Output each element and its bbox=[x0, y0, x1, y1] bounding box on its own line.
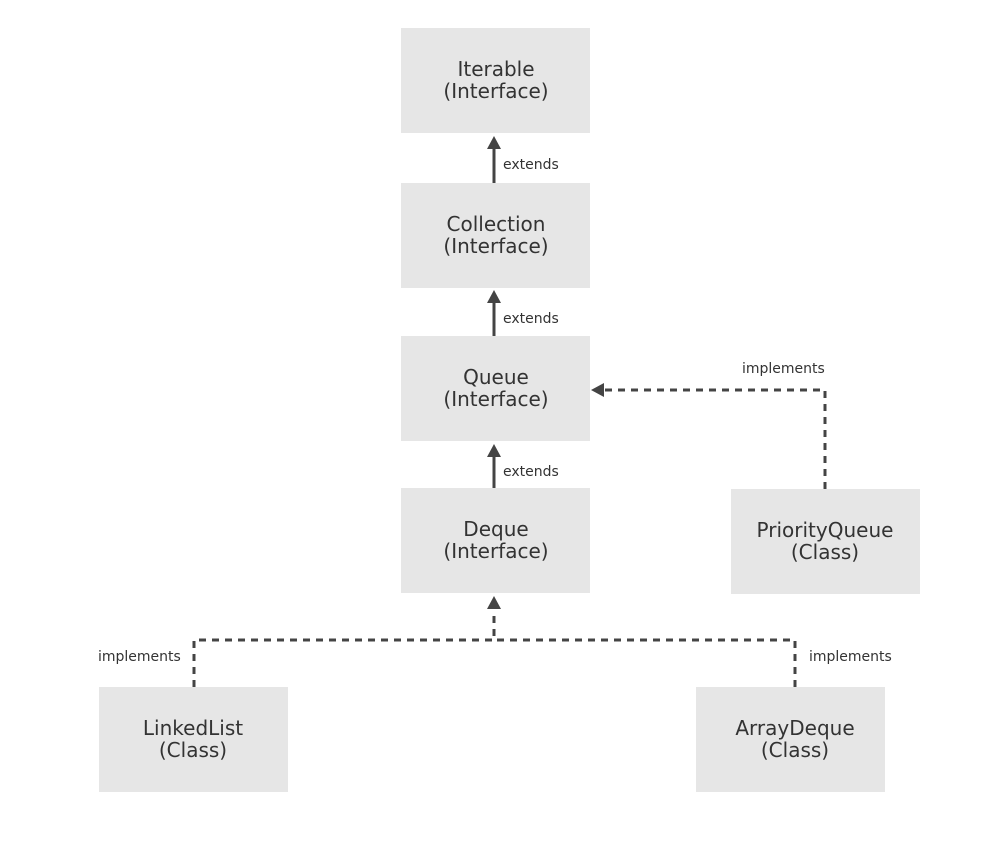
node-priorityqueue-kind: (Class) bbox=[791, 540, 859, 564]
node-linkedlist-kind: (Class) bbox=[159, 738, 227, 762]
edge-label: implements bbox=[809, 649, 892, 665]
arrowhead-icon bbox=[487, 444, 501, 457]
arrowhead-icon bbox=[487, 290, 501, 303]
node-queue-box bbox=[401, 336, 590, 441]
node-iterable-box bbox=[401, 28, 590, 133]
node-queue: Queue (Interface) bbox=[401, 336, 590, 441]
node-arraydeque-kind: (Class) bbox=[761, 738, 829, 762]
edge-line bbox=[603, 388, 827, 489]
arrowhead-icon bbox=[487, 136, 501, 149]
node-priorityqueue-box bbox=[731, 489, 920, 594]
edge-label: extends bbox=[503, 157, 559, 173]
edge-linkedlist-implements-deque: implements bbox=[98, 596, 501, 687]
node-linkedlist: LinkedList (Class) bbox=[99, 687, 288, 792]
node-collection-name: Collection bbox=[447, 212, 546, 236]
node-arraydeque-name: ArrayDeque bbox=[735, 716, 854, 740]
edge-line bbox=[192, 612, 496, 687]
node-collection-box bbox=[401, 183, 590, 288]
edge-collection-extends-iterable: extends bbox=[487, 136, 559, 183]
edge-deque-extends-queue: extends bbox=[487, 444, 559, 488]
node-collection: Collection (Interface) bbox=[401, 183, 590, 288]
edge-arraydeque-implements-deque: implements bbox=[494, 638, 892, 687]
node-deque: Deque (Interface) bbox=[401, 488, 590, 593]
arrowhead-icon bbox=[487, 596, 501, 609]
edge-line bbox=[494, 638, 797, 687]
node-arraydeque-box bbox=[696, 687, 885, 792]
node-queue-name: Queue bbox=[463, 365, 529, 389]
node-linkedlist-name: LinkedList bbox=[143, 716, 243, 740]
node-priorityqueue: PriorityQueue (Class) bbox=[731, 489, 920, 594]
node-iterable-kind: (Interface) bbox=[443, 79, 548, 103]
node-collection-kind: (Interface) bbox=[443, 234, 548, 258]
edge-label: extends bbox=[503, 311, 559, 327]
node-arraydeque: ArrayDeque (Class) bbox=[696, 687, 885, 792]
edge-queue-extends-collection: extends bbox=[487, 290, 559, 336]
edge-label: implements bbox=[98, 649, 181, 665]
node-queue-kind: (Interface) bbox=[443, 387, 548, 411]
node-iterable-name: Iterable bbox=[457, 57, 534, 81]
edge-label: implements bbox=[742, 361, 825, 377]
node-deque-kind: (Interface) bbox=[443, 539, 548, 563]
node-deque-name: Deque bbox=[463, 517, 528, 541]
edge-priorityqueue-implements-queue: implements bbox=[591, 361, 827, 489]
node-linkedlist-box bbox=[99, 687, 288, 792]
node-deque-box bbox=[401, 488, 590, 593]
arrowhead-icon bbox=[591, 383, 604, 397]
edge-label: extends bbox=[503, 464, 559, 480]
node-priorityqueue-name: PriorityQueue bbox=[757, 518, 894, 542]
node-iterable: Iterable (Interface) bbox=[401, 28, 590, 133]
